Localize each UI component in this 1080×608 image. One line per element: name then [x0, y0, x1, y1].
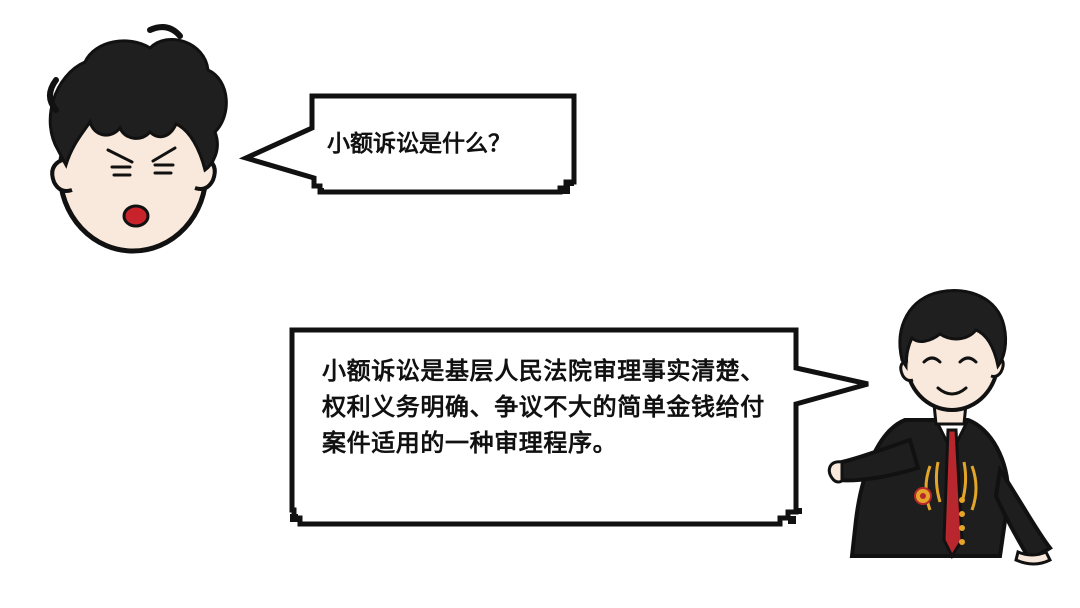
judge-in-robe-icon — [827, 289, 1053, 566]
confused-man-face-icon — [47, 24, 228, 254]
question-text: 小额诉讼是什么？ — [327, 131, 511, 157]
answer-speech-bubble — [289, 327, 869, 527]
court-badge-icon — [914, 487, 932, 505]
question-speech-bubble — [238, 93, 577, 195]
answer-text: 小额诉讼是基层人民法院审理事实清楚、权利义务明确、争议不大的简单金钱给付案件适用… — [322, 357, 765, 457]
